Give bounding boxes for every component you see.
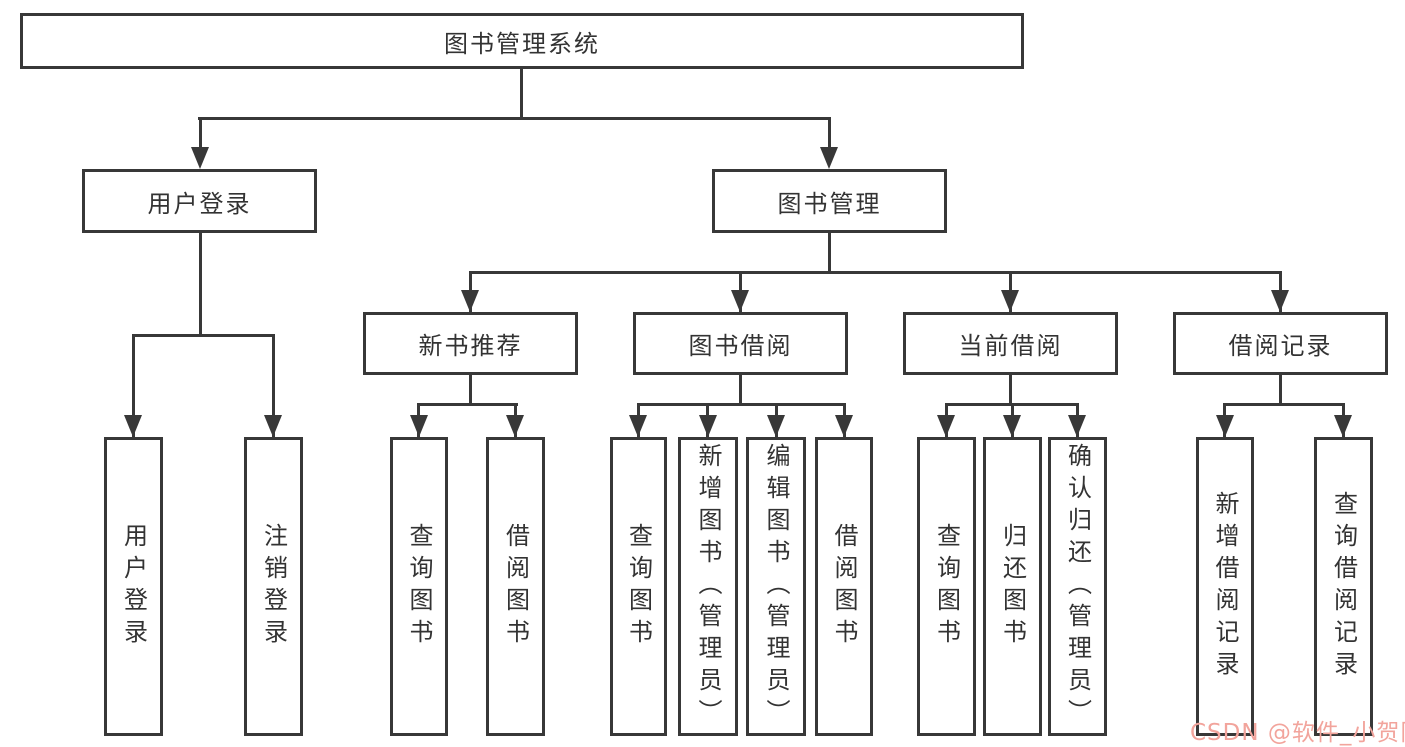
arrowhead-icon [1068,415,1086,437]
connector-line [132,334,275,337]
connector-line [198,117,831,120]
arrowhead-icon [410,415,428,437]
connector-line [199,117,202,150]
connector-line [272,334,275,437]
node-label: 图书管理系统 [444,29,600,58]
connector-line [1009,375,1012,405]
arrowhead-icon [1271,290,1289,312]
leaf-label: 编辑图书（管理员） [762,442,790,731]
node-new-book-recommendation: 新书推荐 [363,312,578,375]
leaf-label: 查询图书 [624,522,653,651]
node-book-borrowing: 图书借阅 [633,312,848,375]
connector-line [828,233,831,273]
leaf-borrow-books-recommend: 借阅图书 [486,437,545,736]
node-label: 用户登录 [147,189,252,218]
arrowhead-icon [937,415,955,437]
leaf-label: 确认归还（管理员） [1063,442,1092,731]
node-book-management-system: 图书管理系统 [20,13,1024,69]
connector-line [828,117,831,150]
connector-line [469,271,1282,274]
node-label: 当前借阅 [958,332,1063,360]
arrowhead-icon [767,415,785,437]
leaf-label: 借阅图书 [830,522,858,651]
leaf-add-borrow-record: 新增借阅记录 [1196,437,1254,736]
connector-line [520,69,523,119]
leaf-query-books-recommend: 查询图书 [390,437,448,736]
leaf-label: 用户登录 [119,522,148,651]
arrowhead-icon [731,290,749,312]
node-book-management: 图书管理 [712,169,947,233]
leaf-query-borrow-record: 查询借阅记录 [1314,437,1373,736]
connector-line [1279,375,1282,405]
arrowhead-icon [264,415,282,437]
connector-line [469,375,472,405]
arrowhead-icon [1334,415,1352,437]
node-label: 新书推荐 [418,332,523,360]
leaf-logout: 注销登录 [244,437,303,736]
connector-line [1223,403,1345,406]
connector-line [132,334,135,437]
leaf-confirm-return-admin: 确认归还（管理员） [1048,437,1107,736]
arrowhead-icon [835,415,853,437]
csdn-watermark: CSDN @软件_小贺同学 [1190,720,1405,746]
leaf-label: 借阅图书 [501,522,530,651]
node-label: 图书借阅 [688,332,793,360]
node-label: 借阅记录 [1228,332,1333,360]
arrowhead-icon [1003,415,1021,437]
node-current-borrowing: 当前借阅 [903,312,1118,375]
connector-line [637,403,846,406]
arrowhead-icon [191,147,209,169]
arrowhead-icon [1216,415,1234,437]
arrowhead-icon [124,415,142,437]
leaf-label: 查询借阅记录 [1329,490,1358,683]
node-label: 图书管理 [777,189,882,218]
arrowhead-icon [629,415,647,437]
leaf-return-books: 归还图书 [983,437,1042,736]
leaf-label: 新增图书（管理员） [694,442,722,731]
leaf-borrow-books: 借阅图书 [815,437,873,736]
arrowhead-icon [461,290,479,312]
arrowhead-icon [699,415,717,437]
leaf-label: 注销登录 [259,522,288,651]
leaf-query-books-current: 查询图书 [917,437,976,736]
connector-line [417,403,518,406]
leaf-label: 新增借阅记录 [1211,490,1239,683]
arrowhead-icon [506,415,524,437]
leaf-label: 归还图书 [998,522,1027,651]
leaf-edit-books-admin: 编辑图书（管理员） [746,437,806,736]
node-borrowing-records: 借阅记录 [1173,312,1388,375]
arrowhead-icon [1001,290,1019,312]
connector-line [199,233,202,336]
leaf-user-login: 用户登录 [104,437,163,736]
leaf-query-books-borrowing: 查询图书 [610,437,667,736]
leaf-label: 查询图书 [405,522,433,651]
arrowhead-icon [820,147,838,169]
connector-line [739,375,742,405]
leaf-add-books-admin: 新增图书（管理员） [678,437,738,736]
leaf-label: 查询图书 [932,522,961,651]
node-user-login: 用户登录 [82,169,317,233]
